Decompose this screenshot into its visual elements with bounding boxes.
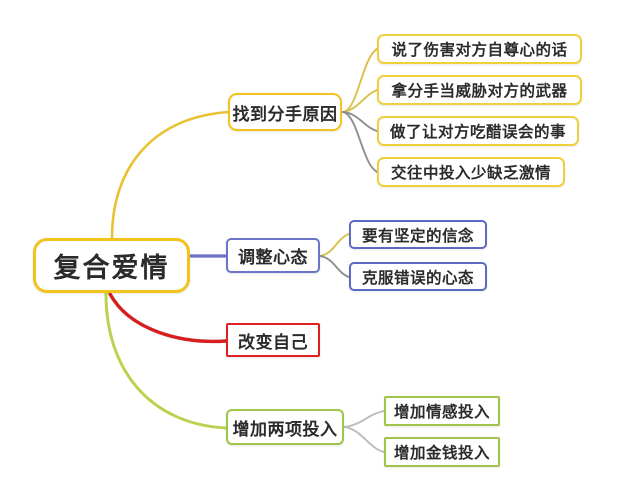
leaf-node-reason-4[interactable]: 交往中投入少缺乏激情 xyxy=(377,157,565,187)
leaf-node-reason-1-label: 说了伤害对方自尊心的话 xyxy=(391,41,568,59)
branch-node-change-self-label: 改变自己 xyxy=(238,332,308,353)
branch-node-investment[interactable]: 增加两项投入 xyxy=(226,409,344,445)
connector-mindset-to-leaf-1 xyxy=(319,233,350,257)
branch-node-mindset-label: 调整心态 xyxy=(238,248,308,268)
leaf-node-mindset-2[interactable]: 克服错误的心态 xyxy=(349,262,487,291)
leaf-node-investment-2-label: 增加金钱投入 xyxy=(393,444,490,462)
connector-reason-to-leaf-3 xyxy=(342,111,378,132)
leaf-node-reason-2[interactable]: 拿分手当威胁对方的武器 xyxy=(377,75,582,105)
connector-investment-to-leaf-1 xyxy=(343,410,385,428)
leaf-node-reason-2-label: 拿分手当威胁对方的武器 xyxy=(391,82,568,100)
leaf-node-reason-3-label: 做了让对方吃醋误会的事 xyxy=(389,123,566,141)
leaf-node-investment-1[interactable]: 增加情感投入 xyxy=(384,396,500,426)
leaf-node-mindset-2-label: 克服错误的心态 xyxy=(361,268,474,287)
leaf-node-mindset-1[interactable]: 要有坚定的信念 xyxy=(349,220,487,249)
leaf-node-investment-2[interactable]: 增加金钱投入 xyxy=(384,437,500,467)
leaf-node-mindset-1-label: 要有坚定的信念 xyxy=(361,226,474,245)
leaf-node-reason-1[interactable]: 说了伤害对方自尊心的话 xyxy=(377,34,582,64)
connector-root-to-investment xyxy=(104,292,228,430)
root-node-label: 复合爱情 xyxy=(53,253,170,284)
branch-node-change-self[interactable]: 改变自己 xyxy=(226,323,320,357)
connector-reason-to-leaf-2 xyxy=(342,89,378,113)
connector-reason-to-leaf-4 xyxy=(342,111,378,173)
branch-node-investment-label: 增加两项投入 xyxy=(232,419,338,440)
branch-node-mindset[interactable]: 调整心态 xyxy=(226,238,320,273)
leaf-node-reason-3[interactable]: 做了让对方吃醋误会的事 xyxy=(377,116,579,146)
connector-root-to-reason xyxy=(110,110,230,240)
branch-node-reason-label: 找到分手原因 xyxy=(232,104,338,125)
connector-reason-to-leaf-1 xyxy=(342,48,378,113)
leaf-node-reason-4-label: 交往中投入少缺乏激情 xyxy=(390,164,551,182)
branch-node-reason[interactable]: 找到分手原因 xyxy=(228,93,342,131)
root-node[interactable]: 复合爱情 xyxy=(33,238,190,293)
connector-root-to-change-self xyxy=(108,292,228,344)
connector-investment-to-leaf-2 xyxy=(343,426,385,453)
leaf-node-investment-1-label: 增加情感投入 xyxy=(393,403,490,421)
connector-mindset-to-leaf-2 xyxy=(319,255,350,278)
